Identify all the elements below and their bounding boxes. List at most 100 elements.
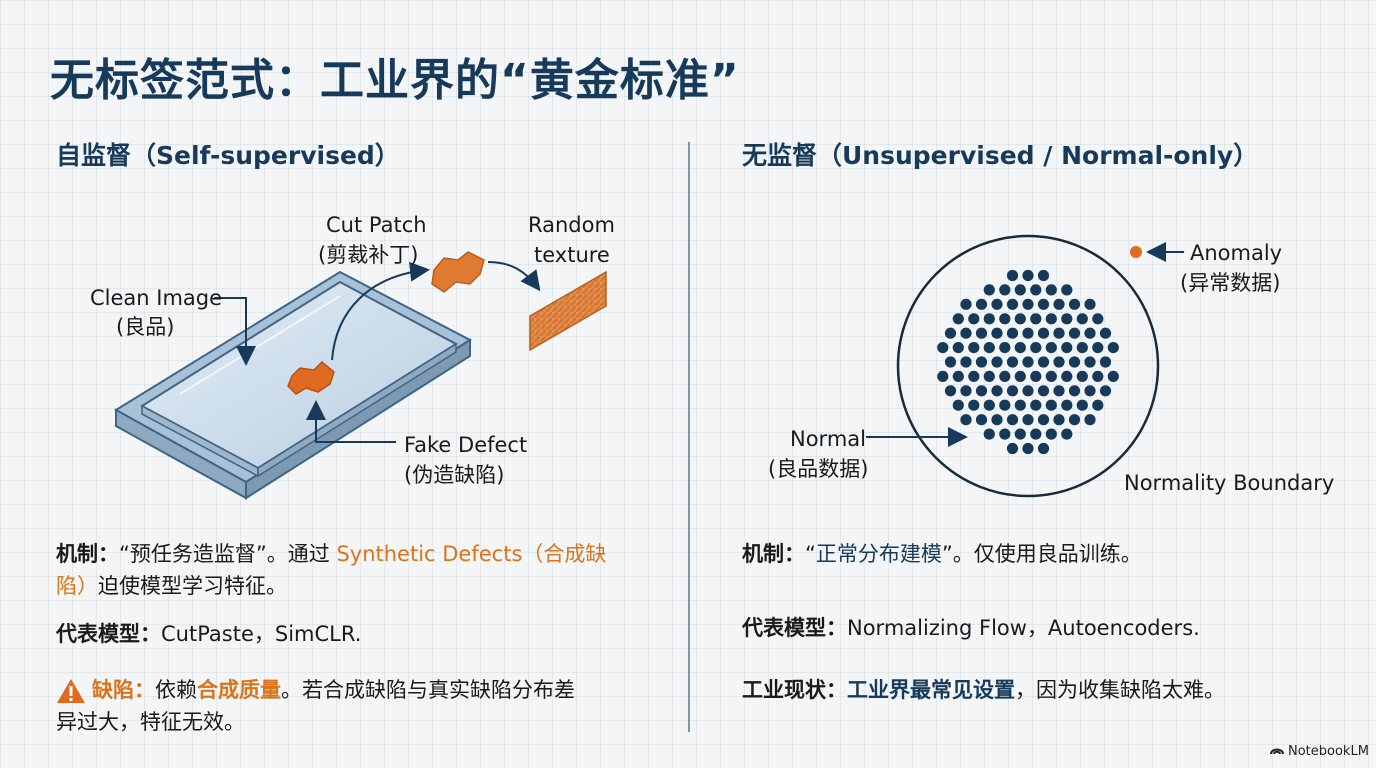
- normal-data-point: [975, 414, 988, 426]
- normal-data-point: [1045, 370, 1057, 382]
- normal-data-point: [1084, 414, 1096, 426]
- fake-defect-label: Fake Defect: [404, 433, 527, 457]
- normal-data-point: [1076, 370, 1088, 382]
- anomaly-point: [1130, 246, 1142, 258]
- normal-data-point: [1099, 327, 1112, 339]
- right-status-text: ，因为收集缺陷太难。: [1015, 678, 1225, 702]
- normal-data-point: [1068, 327, 1081, 339]
- normal-data-point: [1006, 356, 1019, 368]
- normal-data-point: [944, 327, 957, 339]
- left-models-label: 代表模型：: [56, 622, 161, 646]
- normal-data-point: [1037, 269, 1050, 282]
- left-drawback-text2: 。若合成缺陷与真实缺陷分布差: [281, 678, 575, 702]
- normal-data-point: [1022, 269, 1034, 282]
- normal-data-point: [1099, 385, 1112, 397]
- glass-slab: [114, 270, 472, 500]
- normal-data-point: [968, 370, 980, 382]
- normal-data-point: [1045, 428, 1057, 440]
- normal-data-point: [1022, 414, 1034, 426]
- normal-data-point: [975, 356, 988, 368]
- normal-data-point: [1068, 298, 1081, 310]
- normal-data-point: [999, 342, 1011, 354]
- right-mechanism-text2: ”。仅使用良品训练。: [941, 542, 1142, 566]
- notebooklm-label: NotebookLM: [1288, 744, 1369, 759]
- normal-data-point: [975, 385, 988, 397]
- right-mechanism-text1: “: [805, 542, 816, 566]
- normal-data-point: [1084, 385, 1096, 397]
- normal-data-point: [1006, 298, 1019, 310]
- page-title: 无标签范式：工业界的“黄金标准”: [50, 55, 740, 106]
- normal-data-cluster: [937, 269, 1119, 455]
- normal-data-point: [1061, 428, 1073, 440]
- normal-label-zh: (良品数据): [768, 457, 868, 481]
- clean-image-label: Clean Image: [90, 286, 222, 310]
- left-drawback-line2: 异过大，特征无效。: [56, 710, 245, 734]
- normal-data-point: [1061, 284, 1073, 296]
- normality-boundary-label: Normality Boundary: [1124, 471, 1334, 495]
- normal-data-point: [1061, 313, 1073, 325]
- normal-data-point: [960, 356, 972, 368]
- normal-data-point: [1053, 414, 1065, 426]
- normal-data-point: [968, 399, 980, 411]
- normal-data-point: [999, 284, 1011, 296]
- left-mechanism-highlight2: 陷）: [56, 574, 98, 598]
- normal-data-point: [1030, 399, 1042, 411]
- normal-data-point: [983, 428, 995, 440]
- left-drawback-text1: 依赖: [155, 678, 197, 702]
- cut-patch-label: Cut Patch: [326, 213, 427, 237]
- normal-data-point: [1076, 399, 1088, 411]
- normal-data-point: [1014, 370, 1026, 382]
- normal-data-point: [1037, 327, 1050, 339]
- normal-data-point: [1068, 385, 1081, 397]
- normal-data-point: [1053, 327, 1065, 339]
- left-drawback-label: 缺陷：: [92, 678, 155, 702]
- warning-icon: [57, 679, 85, 703]
- normal-data-point: [968, 342, 980, 354]
- fake-defect-shape: [287, 360, 335, 395]
- clean-image-label-zh: (良品): [116, 315, 174, 339]
- fake-defect-label-zh: (伪造缺陷): [404, 463, 504, 487]
- left-mechanism-text2: 迫使模型学习特征。: [98, 574, 287, 598]
- column-divider: [688, 142, 690, 732]
- normal-data-point: [1030, 370, 1042, 382]
- normal-data-point: [944, 385, 957, 397]
- normal-data-point: [1099, 356, 1112, 368]
- normal-data-point: [1045, 342, 1057, 354]
- normal-data-point: [999, 428, 1011, 440]
- normal-data-point: [1006, 385, 1019, 397]
- normal-data-point: [1061, 370, 1073, 382]
- normal-data-point: [1092, 342, 1104, 354]
- normal-data-point: [1053, 298, 1065, 310]
- normal-data-point: [1006, 414, 1019, 426]
- left-mechanism-highlight: Synthetic Defects（合成缺: [336, 542, 607, 566]
- normal-data-point: [1076, 342, 1088, 354]
- anomaly-label: Anomaly: [1190, 241, 1282, 265]
- left-mechanism: 机制：“预任务造监督”。通过 Synthetic Defects（合成缺: [56, 538, 606, 570]
- notebooklm-icon: [1270, 748, 1284, 755]
- right-mechanism: 机制：“正常分布建模”。仅使用良品训练。: [742, 538, 1142, 570]
- right-models-label: 代表模型：: [742, 616, 847, 640]
- normal-data-point: [1022, 327, 1034, 339]
- normal-data-point: [1092, 313, 1104, 325]
- normal-data-point: [1107, 370, 1119, 382]
- arrow-clean-image: [214, 297, 256, 366]
- arrow-fake-defect: [306, 400, 396, 443]
- normal-data-point: [983, 370, 995, 382]
- normal-data-point: [983, 399, 995, 411]
- normal-data-point: [1084, 356, 1096, 368]
- normal-data-point: [991, 298, 1003, 310]
- normal-data-point: [952, 399, 964, 411]
- unsupervised-diagram: Anomaly (异常数据) Normal (良品数据) Normality B…: [768, 234, 1334, 498]
- normal-data-point: [1084, 298, 1096, 310]
- normal-data-point: [968, 313, 980, 325]
- normal-data-point: [1014, 428, 1026, 440]
- normal-data-point: [1006, 327, 1019, 339]
- left-models: 代表模型：CutPaste，SimCLR.: [56, 618, 361, 650]
- arrow-patch-to-texture: [487, 261, 541, 292]
- self-supervised-diagram: Clean Image (良品) Cut Patch (剪裁补丁) Random…: [90, 213, 615, 500]
- normal-data-point: [1014, 313, 1026, 325]
- normal-data-point: [991, 356, 1003, 368]
- cut-patch-label-zh: (剪裁补丁): [318, 243, 418, 267]
- right-models-text: Normalizing Flow，Autoencoders.: [847, 616, 1200, 640]
- normal-data-point: [1030, 342, 1042, 354]
